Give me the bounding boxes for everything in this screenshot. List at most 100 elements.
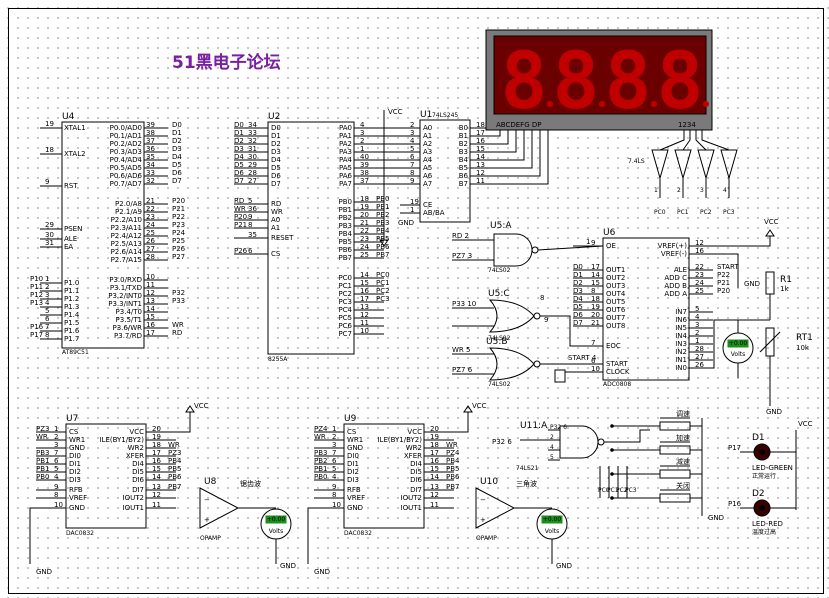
u1-pin-number: 2	[410, 121, 414, 129]
push-button-switch	[659, 421, 691, 431]
u1-pin-number: 16	[476, 137, 485, 145]
u9-net-label: PB0	[314, 473, 327, 481]
u9-pin-name: DI0	[347, 452, 359, 460]
u8-opamp	[199, 487, 240, 529]
u9-pin-number: 20	[430, 425, 439, 433]
u7-gnd-wire	[29, 507, 36, 564]
u1-pin-number: 18	[476, 121, 485, 129]
u11a-pin-label: 2	[550, 434, 554, 441]
u9-pin-number: 5	[332, 465, 336, 473]
u2-pin-name: PA1	[339, 132, 352, 140]
u5c-pin-label: 8	[540, 294, 544, 302]
led-part-label: LED-GREEN	[752, 464, 793, 472]
u2-pin-name: PB6	[339, 246, 353, 254]
u4-pin-number: 30	[45, 231, 54, 239]
driver-net-label: PC1	[677, 209, 689, 216]
u2-pin-name: D7	[271, 180, 281, 188]
u2-pin-number: 27	[248, 177, 257, 185]
u2-pin-name: PB2	[339, 214, 352, 222]
u4-pin-number: 1	[45, 275, 49, 283]
u2-pin-number: 11	[360, 319, 369, 327]
u4-pin-name: P0.6/AD6	[110, 172, 143, 180]
u9-pin-name: DI3	[347, 476, 359, 484]
u2-net-label: PB7	[376, 251, 389, 259]
u9-net-label: PB4	[446, 457, 460, 465]
u4-ref-label: U4	[62, 112, 75, 122]
u9-gnd-wire	[307, 507, 314, 564]
u2-net-label: D7	[234, 177, 244, 185]
u4-net-label: WR	[172, 321, 184, 329]
u6-pin-number: 22	[695, 263, 704, 271]
u9-pin-number: 11	[430, 501, 439, 509]
u2-pin-number: 10	[360, 327, 369, 335]
u1-pin-number: 6	[410, 153, 415, 161]
u4-net-label: D4	[172, 153, 182, 161]
u4-pin-name: P0.1/AD1	[110, 132, 142, 140]
u1-pin-number: 9	[410, 177, 414, 185]
u2-pin-number: 29	[248, 161, 257, 169]
u9-pin-name: GND	[347, 444, 363, 452]
u4-pin-name: P1.5	[64, 319, 79, 327]
u4-pin-name: P3.3/INT1	[108, 300, 142, 308]
u6-pin-name: IN1	[675, 356, 687, 364]
u7-net-label: PZ3	[36, 425, 49, 433]
u9-pin-number: 15	[430, 465, 439, 473]
u10-opamp	[475, 487, 516, 529]
u1-pin-name: A5	[423, 164, 432, 172]
u7-vcc-wire	[176, 412, 191, 433]
u9-pin-name: RFB	[347, 486, 361, 494]
u1-pin-number: 1	[410, 206, 414, 214]
u7-net-label: PB4	[168, 457, 182, 465]
display-segment-label: ABCDEFG DP	[496, 121, 541, 129]
u7-pin-name: IOUT1	[123, 504, 144, 512]
u4-pin-number: 22	[146, 205, 155, 213]
u4-pin-name: P2.6/A14	[111, 248, 143, 256]
u4-pin-name: P0.0/AD0	[110, 124, 142, 132]
segment-bus-wire	[496, 130, 533, 169]
u6-chip-body	[602, 237, 690, 381]
u6-net-label: D4	[573, 295, 583, 303]
u4-left-net-label: P13	[30, 299, 43, 307]
u1-pin-name: B2	[459, 140, 468, 148]
vcc-arrow	[765, 229, 775, 237]
u6-pin-number: 3	[695, 321, 699, 329]
u9-pin-name: XFER	[404, 452, 422, 460]
u4-pin-number: 38	[146, 129, 155, 137]
u2-pin-number: 6	[248, 247, 253, 255]
u6-pin-name: OE	[606, 242, 616, 250]
u1-pin-name: A1	[423, 132, 432, 140]
u9-gnd-label: GND	[314, 568, 330, 576]
u4-net-label: P27	[172, 253, 185, 261]
u6-pin-name: IN4	[675, 332, 687, 340]
u4-net-label: P25	[172, 237, 185, 245]
u7-net-label: WR	[36, 433, 48, 441]
u4-pin-number: 23	[146, 213, 155, 221]
u7-pin-number: 10	[54, 501, 63, 509]
u11a-gate-bubble	[597, 438, 605, 446]
u9-pin-name: IOUT2	[401, 494, 422, 502]
u2-net-label: D0	[234, 121, 244, 129]
u6-pin-number: 14	[591, 271, 600, 279]
driver-part-label: 7.4LS	[628, 158, 645, 165]
u9-pin-number: 14	[430, 473, 439, 481]
u4-pin-name: EA	[64, 243, 73, 251]
u7-pin-name: DI3	[69, 476, 81, 484]
u4-pin-number: 19	[45, 120, 54, 128]
u4-net-label: P26	[172, 245, 186, 253]
u1-pin-name: A3	[423, 148, 432, 156]
u8-gnd-label: GND	[280, 562, 296, 570]
u2-ref-label: U2	[268, 112, 280, 122]
u7-pin-number: 7	[54, 449, 58, 457]
u4-pin-name: P3.7/RD	[114, 332, 142, 340]
u5b-gate	[488, 347, 535, 381]
u2-pin-name: PA3	[339, 148, 352, 156]
u6-pin-number: 10	[591, 365, 600, 373]
u9-pin-name: DI1	[347, 460, 359, 468]
rt1-ref-label: RT1	[796, 333, 813, 343]
u5a-in-label: PZ7 3	[452, 252, 472, 260]
u6-pin-name: OUT4	[606, 290, 626, 298]
u6-pin-name: IN7	[675, 308, 687, 316]
display-dp	[547, 101, 553, 107]
u6-pin-name: ADD C	[664, 274, 687, 282]
